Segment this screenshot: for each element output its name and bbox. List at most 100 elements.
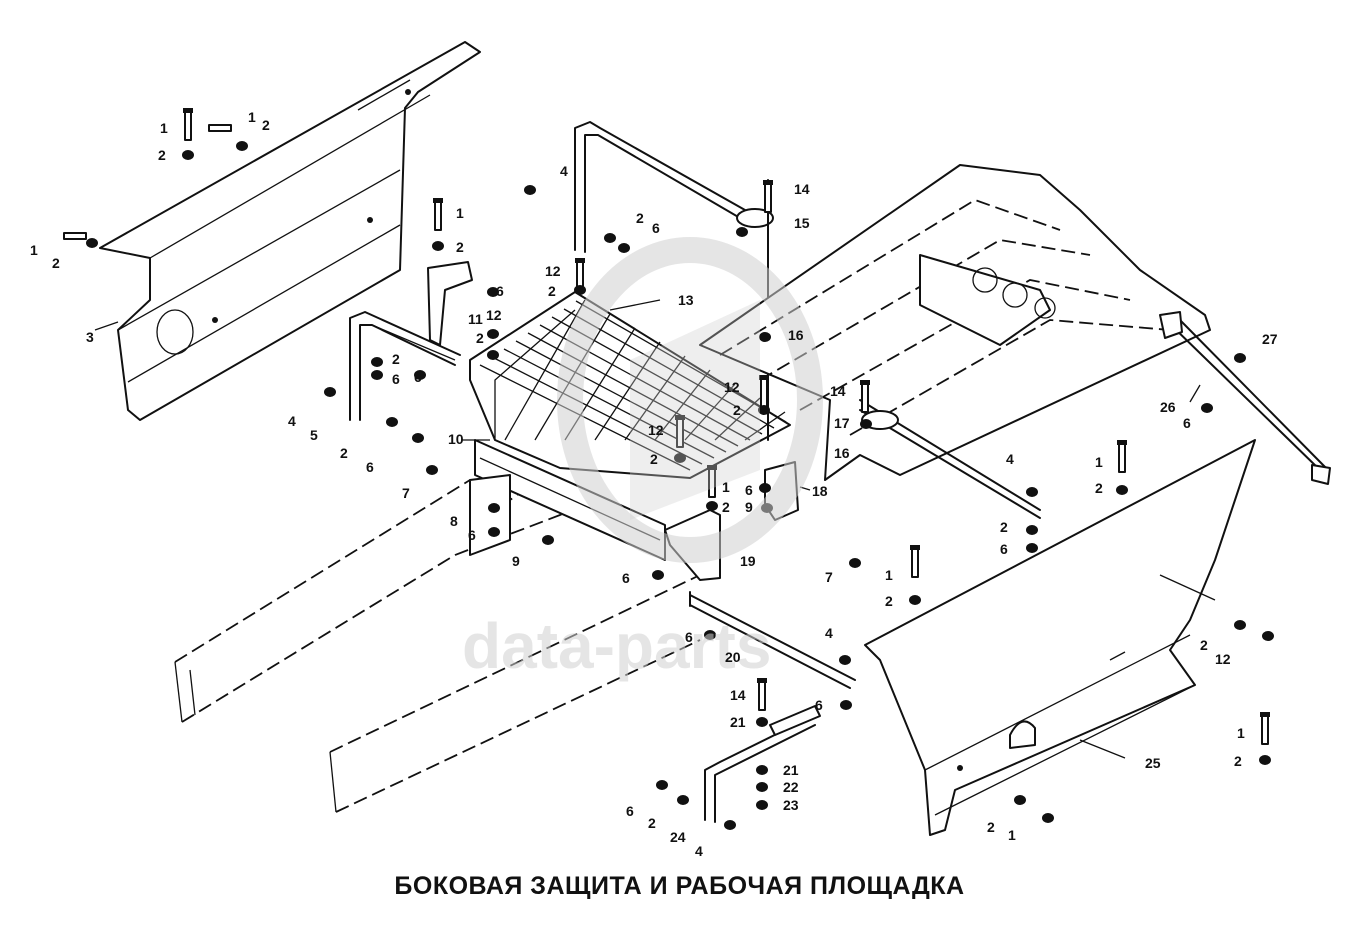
- fastener-icon: [759, 375, 769, 408]
- callout-2: 2: [548, 283, 556, 299]
- watermark-text: data-parts: [462, 610, 771, 682]
- fastener-icon: [183, 108, 193, 141]
- fasteners: [63, 108, 1274, 830]
- callout-6: 6: [1000, 541, 1008, 557]
- fastener-icon: [426, 465, 438, 475]
- step-handle: [704, 705, 821, 823]
- callout-3: 3: [86, 329, 94, 345]
- fastener-icon: [1117, 440, 1127, 473]
- callout-12: 12: [486, 307, 502, 323]
- callout-2: 2: [340, 445, 348, 461]
- fastener-icon: [414, 370, 426, 380]
- fastener-icon: [756, 800, 768, 810]
- fastener-icon: [860, 380, 870, 413]
- callout-6: 6: [496, 283, 504, 299]
- fastener-icon: [371, 370, 383, 380]
- callout-10: 10: [448, 431, 464, 447]
- fastener-icon: [542, 535, 554, 545]
- callout-6: 6: [468, 527, 476, 543]
- fastener-icon: [371, 357, 383, 367]
- callout-15: 15: [794, 215, 810, 231]
- callout-20: 20: [725, 649, 741, 665]
- callout-8: 8: [450, 513, 458, 529]
- fastener-icon: [759, 483, 771, 493]
- callout-26: 26: [1160, 399, 1176, 415]
- callout-19: 19: [740, 553, 756, 569]
- fastener-icon: [1026, 525, 1038, 535]
- callout-1: 1: [1095, 454, 1103, 470]
- fastener-icon: [236, 141, 248, 151]
- fastener-icon: [1201, 403, 1213, 413]
- callout-4: 4: [1006, 451, 1014, 467]
- callout-4: 4: [825, 625, 833, 641]
- fastener-icon: [618, 243, 630, 253]
- callout-9: 9: [512, 553, 520, 569]
- fastener-icon: [675, 415, 685, 448]
- fastener-icon: [849, 558, 861, 568]
- fastener-icon: [182, 150, 194, 160]
- callout-12: 12: [1215, 651, 1231, 667]
- handrail-left: [349, 311, 461, 421]
- callout-1: 1: [160, 120, 168, 136]
- callout-2: 2: [1200, 637, 1208, 653]
- fastener-icon: [1260, 712, 1270, 745]
- callout-2: 2: [650, 451, 658, 467]
- callout-2: 2: [1095, 480, 1103, 496]
- right-frame-rail: [329, 574, 701, 813]
- fastener-icon: [656, 780, 668, 790]
- callout-1: 1: [722, 479, 730, 495]
- callout-1: 1: [1008, 827, 1016, 843]
- callout-6: 6: [745, 482, 753, 498]
- callout-2: 2: [722, 499, 730, 515]
- callout-21: 21: [730, 714, 746, 730]
- callout-7: 7: [825, 569, 833, 585]
- fastener-icon: [736, 227, 748, 237]
- callout-6: 6: [1183, 415, 1191, 431]
- fastener-icon: [433, 198, 443, 231]
- callout-4: 4: [288, 413, 296, 429]
- callout-4: 4: [695, 843, 703, 859]
- callout-2: 2: [476, 330, 484, 346]
- fastener-icon: [487, 329, 499, 339]
- fastener-icon: [604, 233, 616, 243]
- fastener-icon: [677, 795, 689, 805]
- fastener-icon: [704, 630, 716, 640]
- callout-6: 6: [622, 570, 630, 586]
- fastener-icon: [1116, 485, 1128, 495]
- fastener-icon: [758, 405, 770, 415]
- left-frame-rail: [174, 474, 601, 723]
- fastener-icon: [757, 678, 767, 711]
- callout-13: 13: [678, 292, 694, 308]
- callout-21: 21: [783, 762, 799, 778]
- step-bar: [689, 591, 856, 689]
- callout-2: 2: [262, 117, 270, 133]
- callout-2: 2: [1000, 519, 1008, 535]
- callout-4: 4: [560, 163, 568, 179]
- work-platform: [469, 291, 791, 479]
- callout-5: 5: [310, 427, 318, 443]
- fastener-icon: [1262, 631, 1274, 641]
- callout-2: 2: [636, 210, 644, 226]
- watermark: data-parts: [462, 237, 823, 682]
- callout-7: 7: [402, 485, 410, 501]
- fastener-icon: [652, 570, 664, 580]
- right-side-guard-panel: [864, 439, 1256, 836]
- callout-1: 1: [885, 567, 893, 583]
- callout-2: 2: [158, 147, 166, 163]
- callout-25: 25: [1145, 755, 1161, 771]
- callout-27: 27: [1262, 331, 1278, 347]
- callout-6: 6: [652, 220, 660, 236]
- fastener-icon: [487, 287, 499, 297]
- fastener-icon: [1026, 543, 1038, 553]
- callout-1: 1: [248, 109, 256, 125]
- callout-6: 6: [366, 459, 374, 475]
- fastener-icon: [707, 465, 717, 498]
- fastener-icon: [86, 238, 98, 248]
- fastener-icon: [208, 124, 232, 132]
- callout-12: 12: [724, 379, 740, 395]
- callout-16: 16: [788, 327, 804, 343]
- diagram-title: БОКОВАЯ ЗАЩИТА И РАБОЧАЯ ПЛОЩАДКА: [394, 872, 965, 900]
- fastener-icon: [1042, 813, 1054, 823]
- callout-24: 24: [670, 829, 686, 845]
